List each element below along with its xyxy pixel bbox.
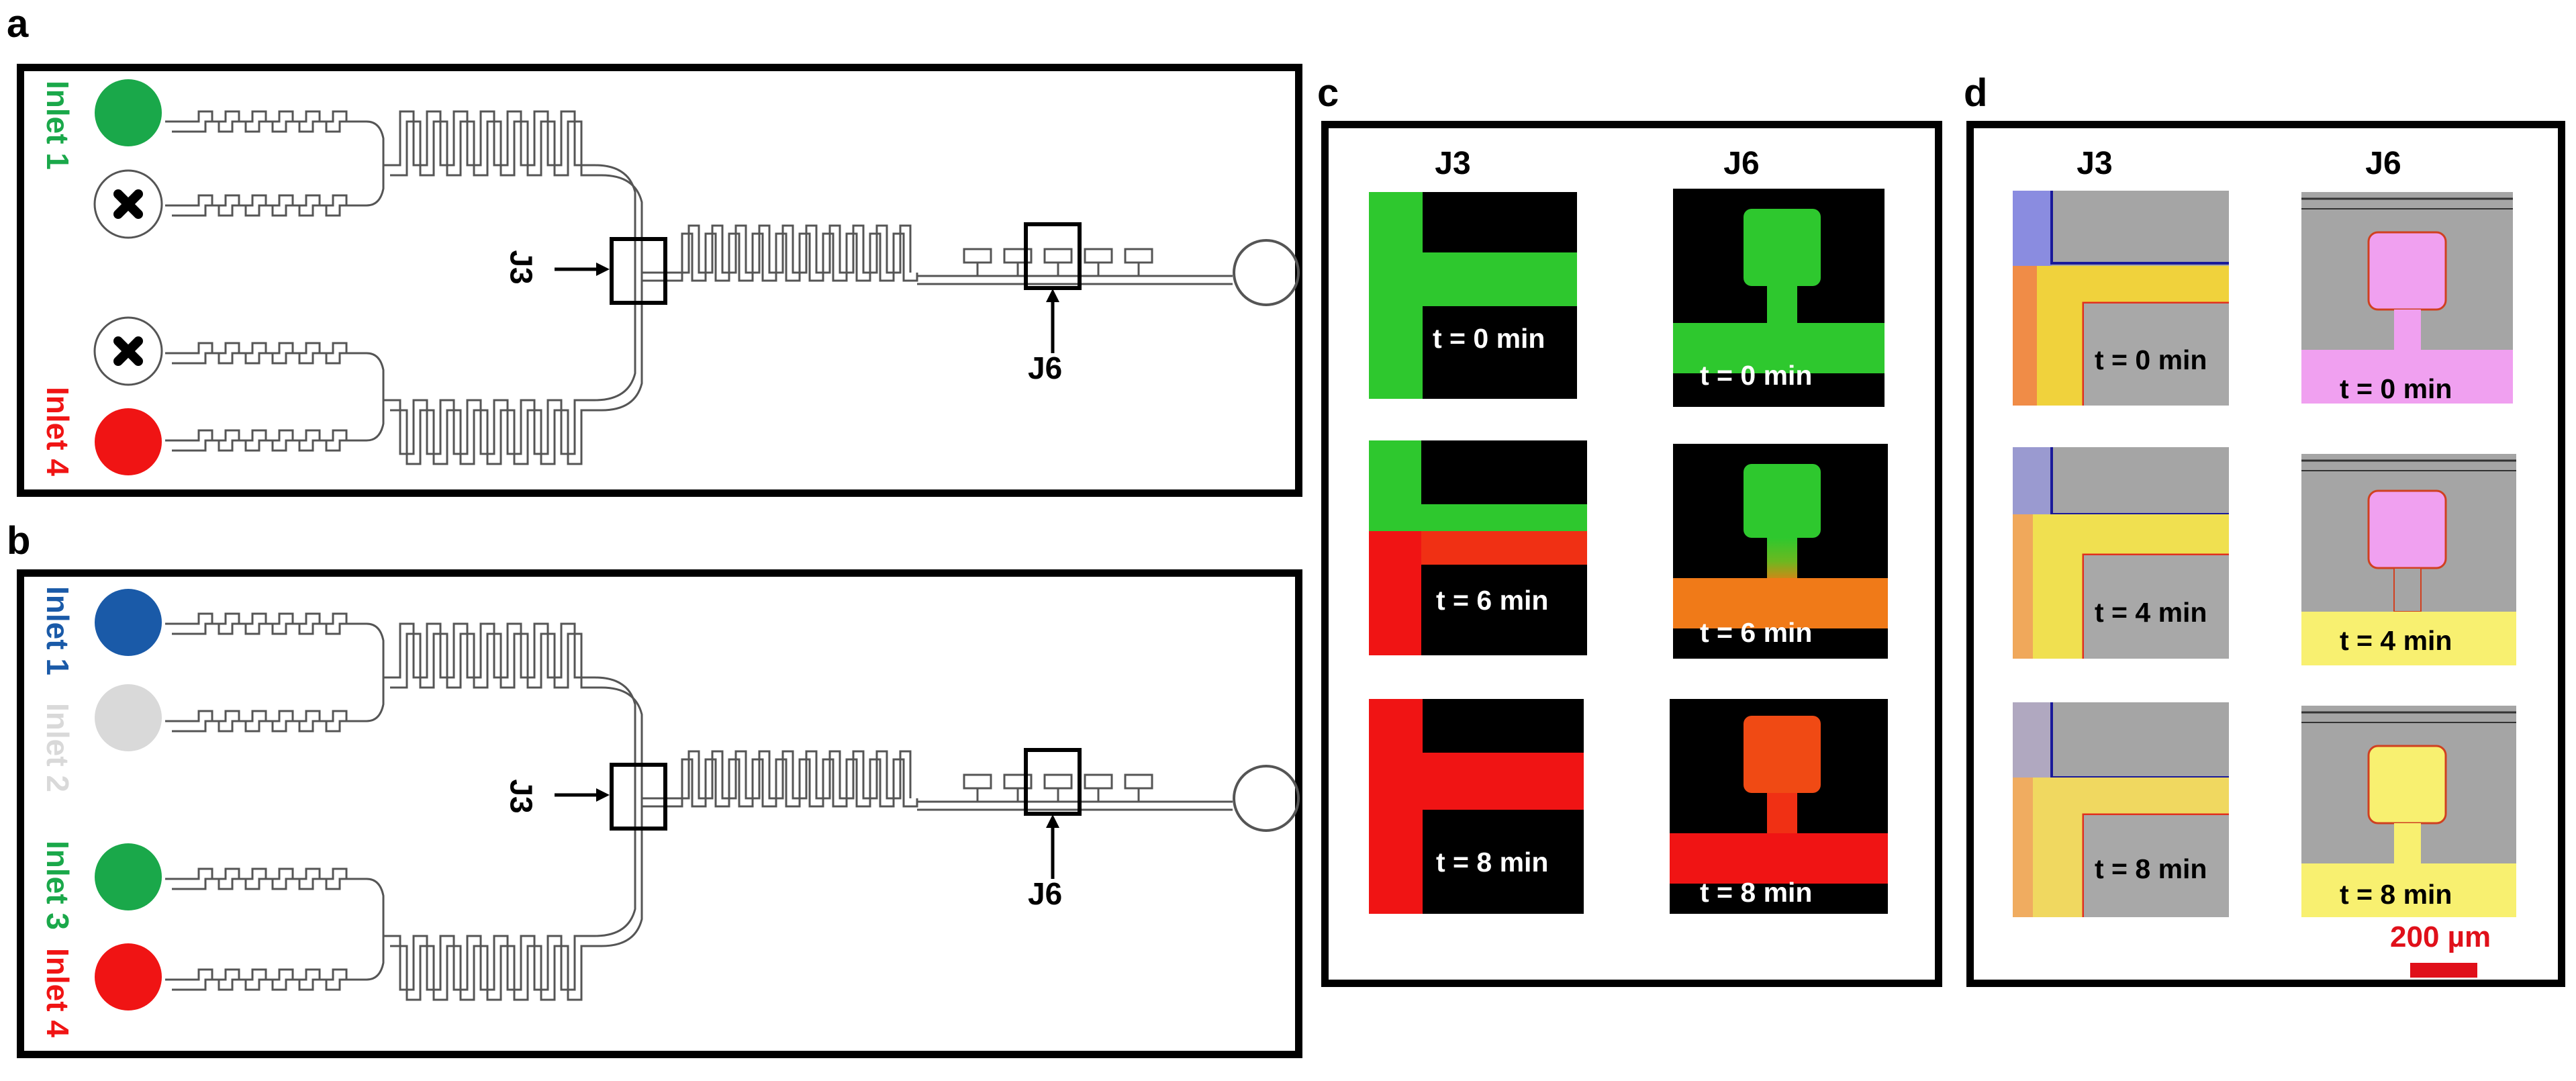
panel-c-j6-t6-image [1673, 444, 1888, 659]
scale-bar [2410, 963, 2477, 978]
panel-a-inlet-1-label: Inlet 1 [40, 81, 75, 170]
panel-d-j3-t8-label: t = 8 min [2095, 853, 2207, 884]
panel-b-chip-diagram [95, 589, 1300, 1010]
panel-c-j3-t6-label: t = 6 min [1436, 585, 1549, 616]
panel-b-letter: b [7, 519, 31, 563]
panel-a-junction-j3-label: J3 [504, 250, 539, 285]
panel-b-inlet-1 [95, 589, 162, 656]
panel-b-inlet-2 [95, 684, 162, 751]
panel-c-j6-t8-label: t = 8 min [1700, 877, 1813, 908]
panel-d-col-j3: J3 [2077, 146, 2113, 181]
panel-d-j3-t4-image [2013, 447, 2229, 659]
panel-c-j3-t0-label: t = 0 min [1433, 323, 1545, 354]
panel-b-inlet-1-label: Inlet 1 [40, 586, 75, 675]
panel-a-junction-j6-label: J6 [1028, 350, 1063, 385]
panel-c-j3-t6-image [1369, 440, 1587, 655]
panel-d-j6-t4-image [2301, 454, 2516, 665]
panel-d-frame: J3 J6 t = 0 min t = 0 min t [1966, 121, 2565, 987]
panel-d-j6-t4-label: t = 4 min [2340, 625, 2452, 656]
panel-c-j3-t8-image [1369, 699, 1584, 914]
panel-c-j6-t8-image [1670, 699, 1888, 914]
panel-a-letter: a [7, 2, 29, 46]
panel-d-letter: d [1964, 71, 1988, 115]
panel-c-j6-t0-image [1673, 189, 1885, 407]
panel-a-inlet-4 [95, 408, 162, 475]
close-icon [113, 336, 143, 366]
panel-a-inlet-4-label: Inlet 4 [40, 387, 75, 476]
panel-d-j6-t8-label: t = 8 min [2340, 879, 2452, 910]
panel-c-j3-t0-image [1369, 192, 1577, 399]
scale-bar-label: 200 µm [2390, 921, 2491, 953]
panel-c-col-j3: J3 [1435, 146, 1471, 181]
panel-d-j6-t0-label: t = 0 min [2340, 373, 2452, 404]
panel-c-col-j6: J6 [1723, 146, 1760, 181]
panel-a-frame: Inlet 1 Inlet 4 J3 J6 [17, 64, 1302, 497]
panel-b-inlet-4-label: Inlet 4 [40, 948, 75, 1037]
panel-d-j3-t0-image [2013, 191, 2229, 406]
panel-d-j6-t0-image [2301, 192, 2513, 404]
panel-b-frame: Inlet 1 Inlet 2 Inlet 3 Inlet 4 J3 J6 [17, 569, 1302, 1058]
panel-b-inlet-4 [95, 943, 162, 1010]
panel-c-j6-t0-label: t = 0 min [1700, 360, 1813, 391]
panel-c-j6-t6-label: t = 6 min [1700, 617, 1813, 648]
panel-b-inlet-3 [95, 843, 162, 910]
panel-d-j3-t8-image [2013, 702, 2229, 917]
panel-b-junction-j6-label: J6 [1028, 876, 1063, 911]
panel-d-j3-t4-label: t = 4 min [2095, 597, 2207, 628]
panel-a-inlet-1 [95, 79, 162, 146]
panel-d-j6-t8-image [2301, 706, 2516, 917]
panel-b-inlet-2-label: Inlet 2 [40, 703, 75, 792]
close-icon [113, 189, 143, 219]
panel-a-chip-diagram [93, 79, 1300, 475]
panel-d-col-j6: J6 [2365, 146, 2401, 181]
panel-c-j3-t8-label: t = 8 min [1436, 847, 1549, 878]
panel-b-junction-j3-label: J3 [504, 779, 539, 814]
panel-c-letter: c [1317, 71, 1339, 115]
panel-d-j3-t0-label: t = 0 min [2095, 344, 2207, 375]
panel-b-inlet-3-label: Inlet 3 [40, 841, 75, 930]
panel-c-frame: J3 J6 t = 0 min t = 0 min t = 6 min t = … [1321, 121, 1942, 987]
